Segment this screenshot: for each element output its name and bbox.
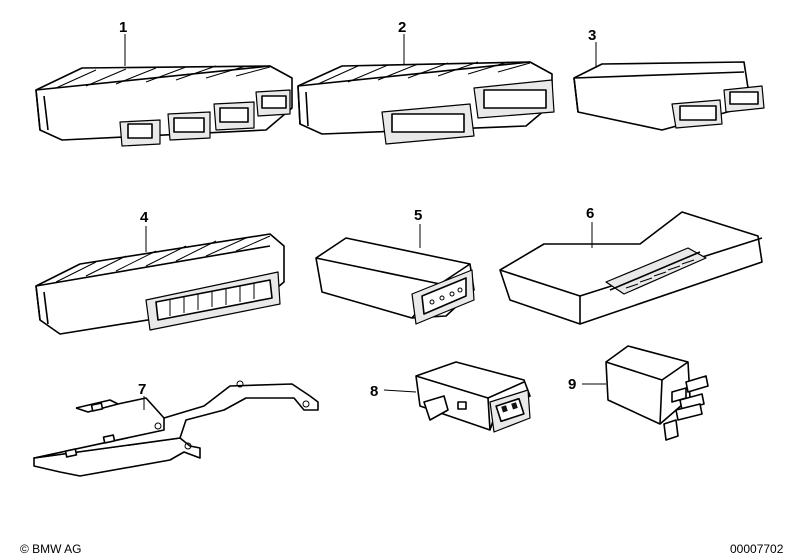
part-5-module (315, 237, 475, 325)
leader-line-8 (383, 389, 417, 393)
part-number-5: 5 (414, 207, 422, 224)
part-8-sensor-module (415, 361, 531, 433)
part-number-8: 8 (370, 383, 378, 400)
part-6-control-unit (499, 211, 763, 325)
part-1-control-unit (35, 65, 293, 147)
part-number-7: 7 (138, 381, 146, 398)
part-3-control-unit (573, 61, 765, 131)
part-number-4: 4 (140, 209, 149, 226)
part-2-control-unit (297, 61, 555, 145)
copyright-label: © BMW AG (20, 542, 82, 556)
part-number-3: 3 (588, 27, 596, 44)
part-number-1: 1 (119, 19, 127, 36)
part-4-control-unit (35, 233, 285, 335)
part-7-bracket (33, 380, 319, 477)
part-number-6: 6 (586, 205, 594, 222)
part-9-relay (605, 345, 709, 441)
diagram-id-label: 00007702 (730, 542, 784, 556)
part-number-2: 2 (398, 19, 406, 36)
part-number-9: 9 (568, 376, 576, 393)
